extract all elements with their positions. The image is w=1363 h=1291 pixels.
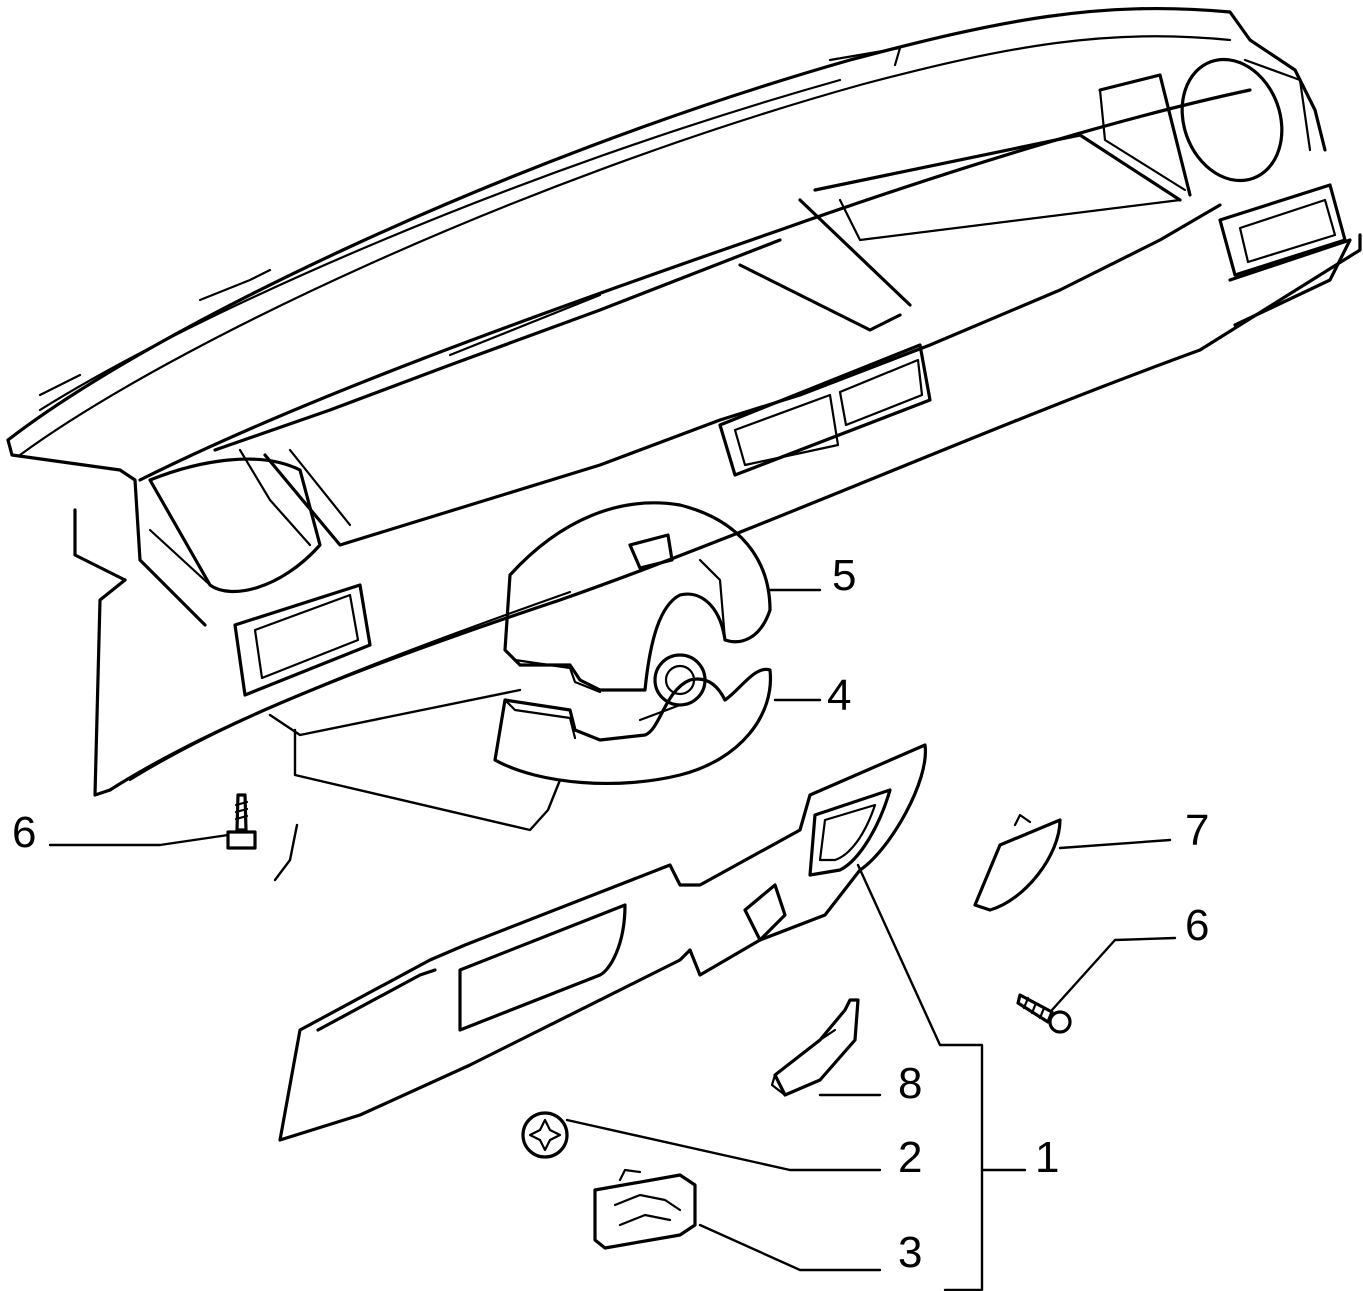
- dashboard-panel: [6, 6, 1362, 797]
- switch-part: [593, 1168, 697, 1250]
- lower-trim-panel: [278, 743, 927, 1142]
- callout-7: 7: [1185, 806, 1209, 855]
- clip-part: [521, 1111, 569, 1159]
- callout-6-left: 6: [12, 808, 36, 857]
- screw-left: [226, 793, 257, 850]
- callout-4: 4: [827, 671, 851, 720]
- upper-column-cover: [503, 501, 772, 694]
- callout-3: 3: [898, 1228, 922, 1277]
- lower-column-cover: [493, 653, 773, 786]
- screw-right: [1016, 993, 1072, 1034]
- callout-2: 2: [898, 1133, 922, 1182]
- bracket-part: [770, 998, 860, 1097]
- callout-1: 1: [1035, 1133, 1059, 1182]
- callout-8: 8: [898, 1059, 922, 1108]
- cap-part: [973, 813, 1062, 912]
- leader-lines: [48, 588, 1177, 1291]
- callout-6-right: 6: [1185, 901, 1209, 950]
- callout-5: 5: [832, 551, 856, 600]
